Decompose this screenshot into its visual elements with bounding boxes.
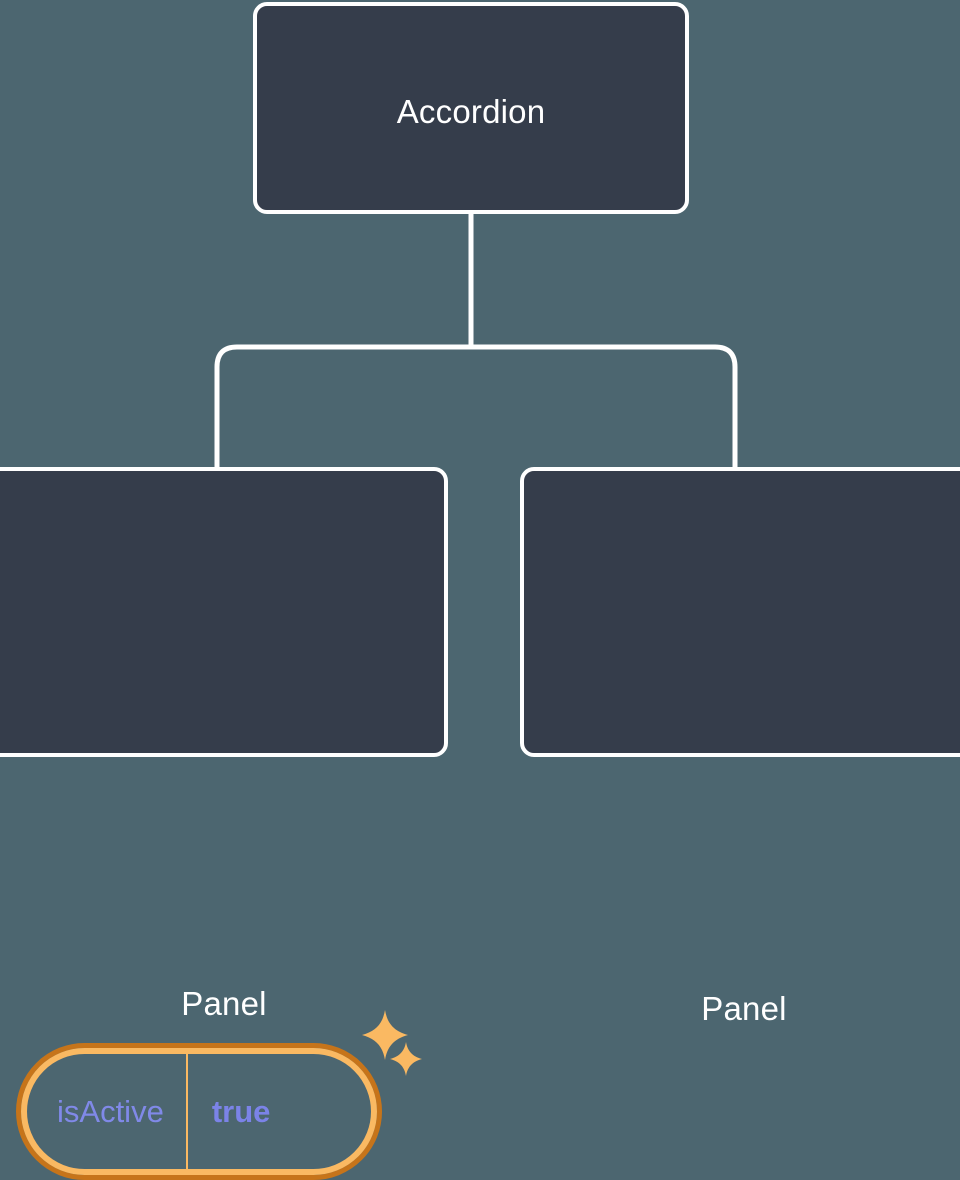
node-accordion-label: Accordion xyxy=(396,93,546,130)
node-panel-right-label: Panel xyxy=(701,990,787,1027)
node-panel-right[interactable]: Panel isActive false xyxy=(520,467,960,1027)
prop-key-label: isActive xyxy=(27,1054,188,1169)
prop-value-label: true xyxy=(211,1093,271,1129)
node-panel-left[interactable]: Panel isActive true xyxy=(0,467,448,1180)
prop-pill-isactive-true[interactable]: isActive true xyxy=(16,1043,382,1180)
connector-branch-bar xyxy=(214,344,738,467)
connector-lines xyxy=(214,214,738,467)
prop-pill-inner-ring: isActive true xyxy=(21,1048,377,1175)
sparkle-small-icon xyxy=(390,1042,422,1076)
node-accordion[interactable]: Accordion xyxy=(253,2,689,214)
